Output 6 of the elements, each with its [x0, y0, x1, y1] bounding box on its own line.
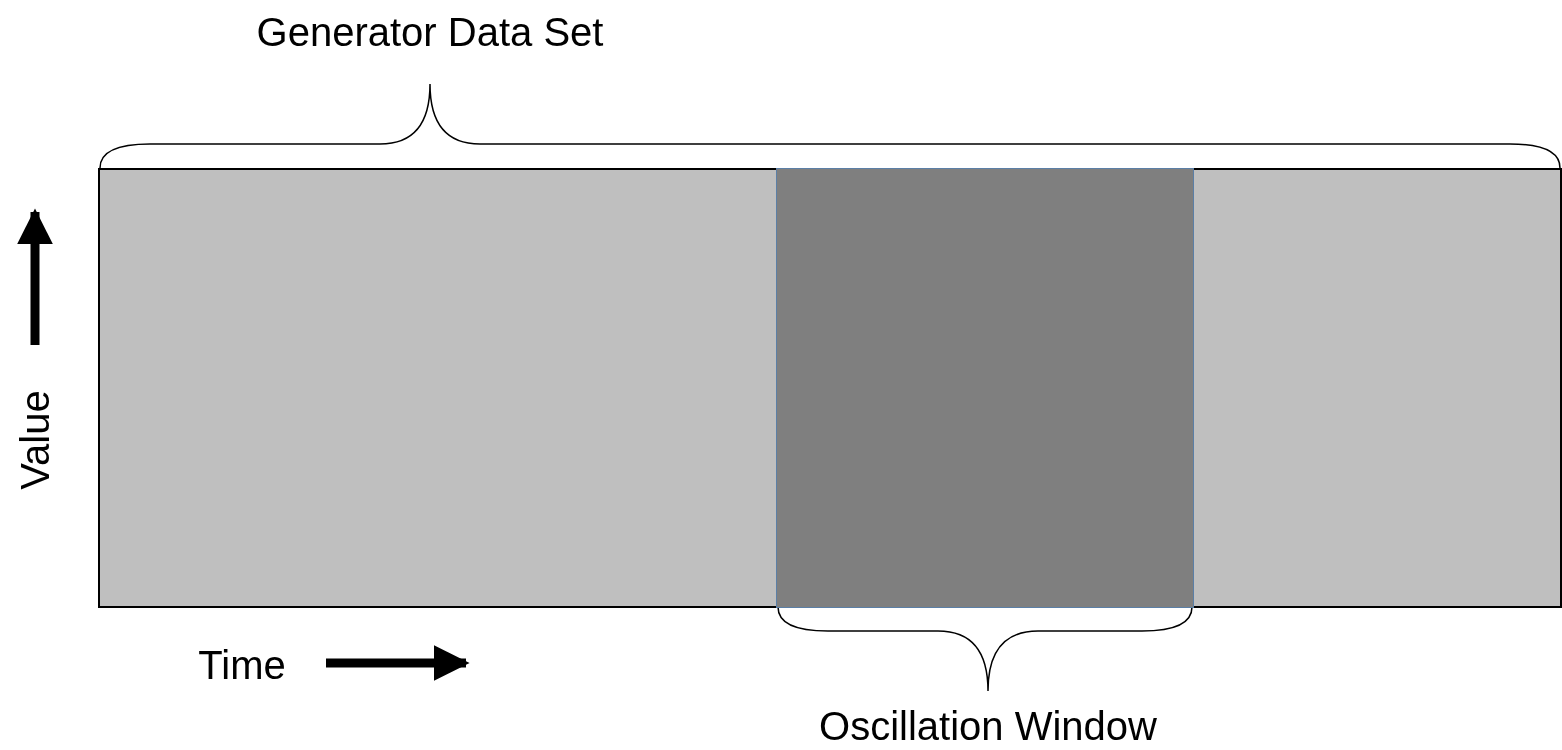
- axis-label: Time: [198, 645, 286, 685]
- data-bar: [98, 168, 1562, 608]
- axis-label: Value: [15, 390, 55, 490]
- window-rectangle: [776, 168, 1194, 608]
- bracket-label: Oscillation Window: [819, 706, 1157, 746]
- bracket-label: Generator Data Set: [256, 12, 604, 52]
